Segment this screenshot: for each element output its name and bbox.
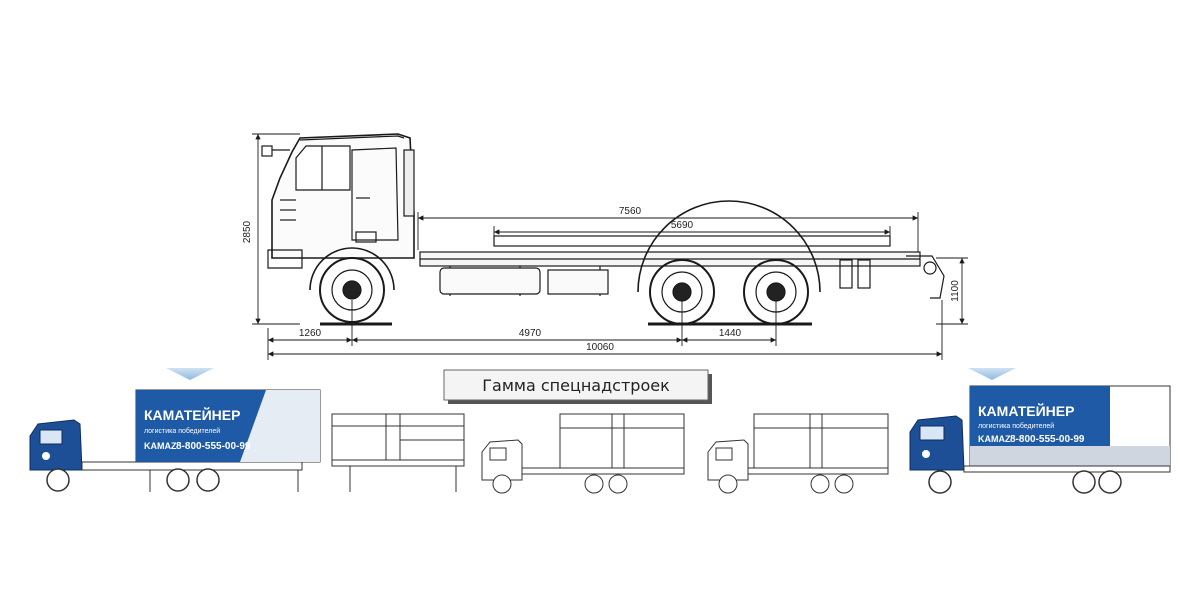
left-down-arrow bbox=[166, 368, 214, 380]
dimension-lines bbox=[252, 133, 968, 360]
truck-3-tilt bbox=[707, 413, 889, 494]
box-phone-4: 8-800-555-00-99 bbox=[1010, 434, 1085, 445]
box-slogan-4: логистика победителей bbox=[978, 422, 1054, 430]
dim-frame-height: 1100 bbox=[950, 280, 961, 302]
box-brand-1: КАМАТЕЙНЕР bbox=[144, 406, 240, 423]
truck-4-branded: КАМАТЕЙНЕР логистика победителей KAMAZ 8… bbox=[909, 385, 1171, 494]
dim-platform-length: 5690 bbox=[671, 220, 694, 231]
dim-front-overhang: 1260 bbox=[299, 328, 322, 339]
dim-bogie-spacing: 1440 bbox=[719, 328, 742, 339]
right-down-arrow bbox=[968, 368, 1016, 380]
range-title: Гамма спецнадстроек bbox=[482, 376, 670, 395]
dimension-labels: 2850 7560 5690 1100 1260 4970 1440 10060 bbox=[242, 206, 961, 353]
cab bbox=[261, 133, 415, 269]
box-phone-1: 8-800-555-00-99 bbox=[176, 441, 251, 452]
box-maker-1: KAMAZ bbox=[144, 441, 177, 451]
main-chassis-drawing bbox=[261, 133, 945, 326]
box-brand-4: КАМАТЕЙНЕР bbox=[978, 402, 1074, 419]
frame bbox=[419, 235, 945, 299]
truck-1-branded: КАМАТЕЙНЕР логистика победителей KAMAZ 8… bbox=[29, 389, 321, 492]
swap-body bbox=[331, 413, 465, 492]
box-slogan-1: логистика победителей bbox=[144, 427, 220, 435]
dim-height: 2850 bbox=[242, 220, 253, 243]
dim-overall-length: 10060 bbox=[586, 342, 614, 353]
box-maker-4: KAMAZ bbox=[978, 434, 1011, 444]
dim-wheelbase: 4970 bbox=[519, 328, 542, 339]
dim-frame-length: 7560 bbox=[619, 206, 642, 217]
range-title-banner: Гамма спецнадстроек bbox=[443, 369, 712, 404]
truck-2-tilt bbox=[481, 413, 685, 494]
